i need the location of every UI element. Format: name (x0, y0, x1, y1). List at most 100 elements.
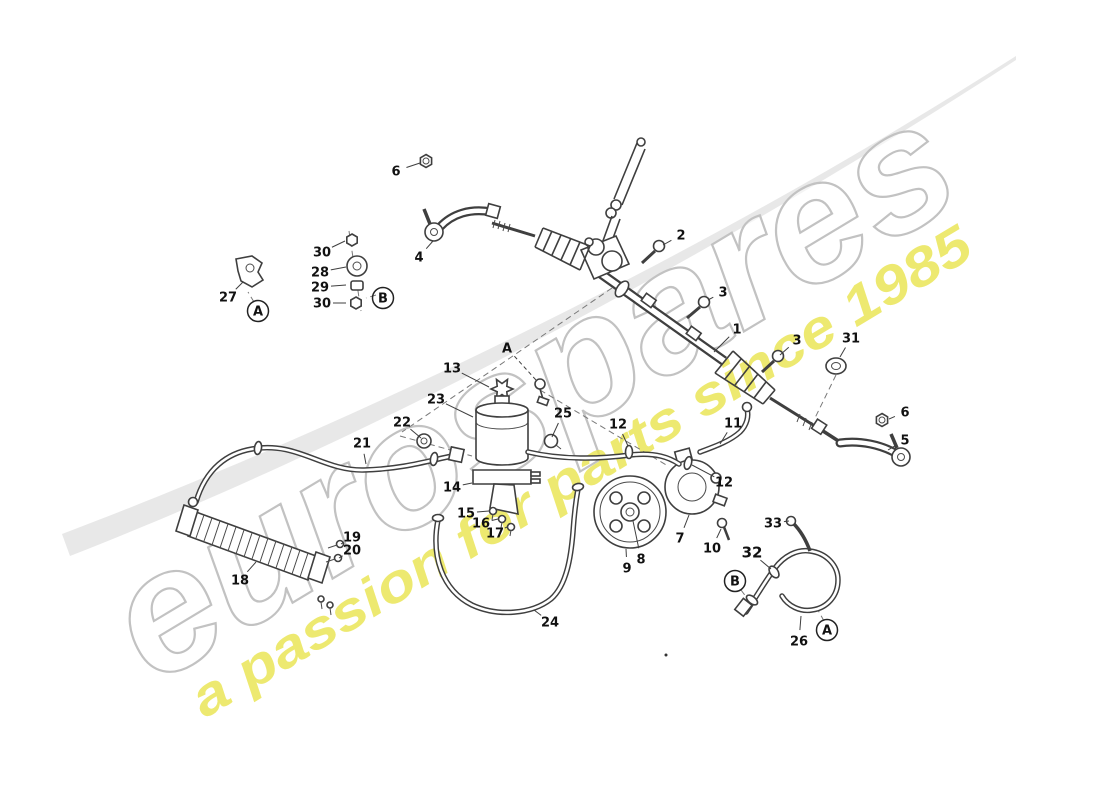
ref-letter-B: B (371, 286, 395, 310)
svg-text:2: 2 (676, 229, 685, 244)
svg-text:29: 29 (311, 281, 329, 296)
part-label-1: 1 (713, 323, 742, 353)
oil-cooler (175, 496, 345, 616)
watermark-layer: eurospares a passion for parts since 198… (62, 56, 1016, 729)
part-label-17: 17 (486, 527, 508, 542)
part-label-4: 4 (414, 240, 434, 266)
svg-text:10: 10 (703, 542, 721, 557)
part-label-2: 2 (662, 229, 686, 246)
part-label-32: 32 (742, 544, 772, 570)
ref-letter-B: B (723, 569, 747, 593)
svg-text:3: 3 (718, 286, 727, 301)
ref-letter-A: A (246, 299, 270, 323)
svg-text:12: 12 (609, 418, 627, 433)
watermark-brand: eurospares (74, 64, 987, 718)
svg-text:3: 3 (792, 334, 801, 349)
bracket-and-grommets (235, 233, 368, 310)
part-label-21: 21 (353, 437, 371, 465)
svg-text:1: 1 (732, 323, 741, 338)
svg-text:23: 23 (427, 393, 445, 408)
svg-text:A: A (502, 342, 512, 357)
svg-text:27: 27 (219, 291, 237, 306)
part-label-11: 11 (719, 417, 742, 445)
svg-text:14: 14 (443, 481, 461, 496)
part-label-27: 27 (219, 281, 244, 306)
part-label-7: 7 (675, 514, 690, 547)
part-label-14: 14 (443, 481, 473, 496)
part-label-10: 10 (703, 528, 722, 557)
part-label-23: 23 (427, 393, 474, 418)
svg-text:16: 16 (472, 517, 490, 532)
svg-text:32: 32 (742, 544, 763, 562)
part-label-24: 24 (533, 609, 559, 631)
part-label-6: 6 (391, 162, 421, 180)
part-label-26: 26 (790, 615, 808, 650)
svg-text:19: 19 (343, 531, 361, 546)
svg-text:4: 4 (414, 251, 423, 266)
svg-text:13: 13 (443, 362, 461, 377)
part-label-12: 12 (609, 418, 629, 447)
part-label-6: 6 (888, 406, 910, 421)
part-label-3: 3 (707, 286, 728, 301)
svg-text:24: 24 (541, 616, 559, 631)
part-label-18: 18 (231, 561, 257, 589)
svg-text:15: 15 (457, 507, 475, 522)
svg-text:6: 6 (391, 165, 400, 180)
return-pipe (733, 515, 841, 618)
tie-rod-end-left (419, 153, 502, 242)
part-label-16: 16 (472, 517, 499, 532)
svg-text:9: 9 (622, 562, 631, 577)
part-label-12: 12 (691, 464, 733, 491)
part-label-25: 25 (551, 407, 572, 438)
part-label-9: 9 (622, 548, 632, 577)
svg-text:33: 33 (764, 517, 782, 532)
svg-text:18: 18 (231, 574, 249, 589)
hoses (193, 401, 753, 616)
svg-text:21: 21 (353, 437, 371, 452)
steering-rack (491, 219, 841, 444)
part-label-8: 8 (632, 520, 646, 568)
part-label-29: 29 (311, 281, 347, 296)
svg-text:B: B (730, 575, 740, 590)
dot-mark (664, 653, 668, 657)
part-label-28: 28 (311, 266, 347, 281)
svg-text:A: A (253, 305, 263, 320)
svg-text:6: 6 (900, 406, 909, 421)
part-label-A: A (502, 342, 537, 381)
part-label-22: 22 (393, 416, 422, 439)
svg-text:7: 7 (675, 532, 684, 547)
part-label-3: 3 (779, 334, 802, 356)
watermark-swoosh-icon (62, 56, 1016, 556)
tie-rod-end-right (825, 357, 911, 467)
part-label-31: 31 (839, 332, 860, 358)
part-label-15: 15 (457, 507, 490, 522)
part-label-19: 19 (340, 531, 361, 546)
svg-text:20: 20 (343, 544, 361, 559)
svg-text:17: 17 (486, 527, 504, 542)
svg-text:30: 30 (313, 246, 331, 261)
part-label-30: 30 (313, 297, 346, 312)
mounting-bolts (640, 239, 785, 374)
svg-text:22: 22 (393, 416, 411, 431)
steering-column-shaft (599, 137, 646, 253)
svg-text:5: 5 (900, 434, 909, 449)
ref-letter-A: A (815, 618, 839, 642)
part-label-33: 33 (764, 517, 790, 532)
svg-text:B: B (378, 292, 388, 307)
part-label-20: 20 (338, 544, 361, 559)
svg-text:12: 12 (715, 476, 733, 491)
svg-text:25: 25 (554, 407, 572, 422)
svg-text:31: 31 (842, 332, 860, 347)
svg-text:8: 8 (636, 553, 645, 568)
reservoir-assembly (416, 377, 562, 537)
part-label-5: 5 (887, 434, 910, 451)
part-label-13: 13 (443, 362, 490, 388)
pump-and-pulley (593, 447, 731, 549)
svg-text:28: 28 (311, 266, 329, 281)
svg-text:26: 26 (790, 635, 808, 650)
svg-text:30: 30 (313, 297, 331, 312)
part-label-30: 30 (313, 240, 346, 261)
svg-text:A: A (822, 624, 832, 639)
